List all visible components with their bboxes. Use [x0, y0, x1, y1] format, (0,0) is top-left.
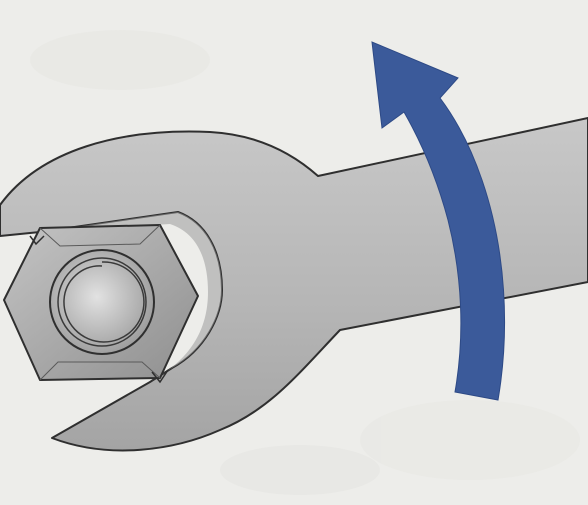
illustration-svg	[0, 0, 588, 505]
wrench-nut-illustration	[0, 0, 588, 505]
